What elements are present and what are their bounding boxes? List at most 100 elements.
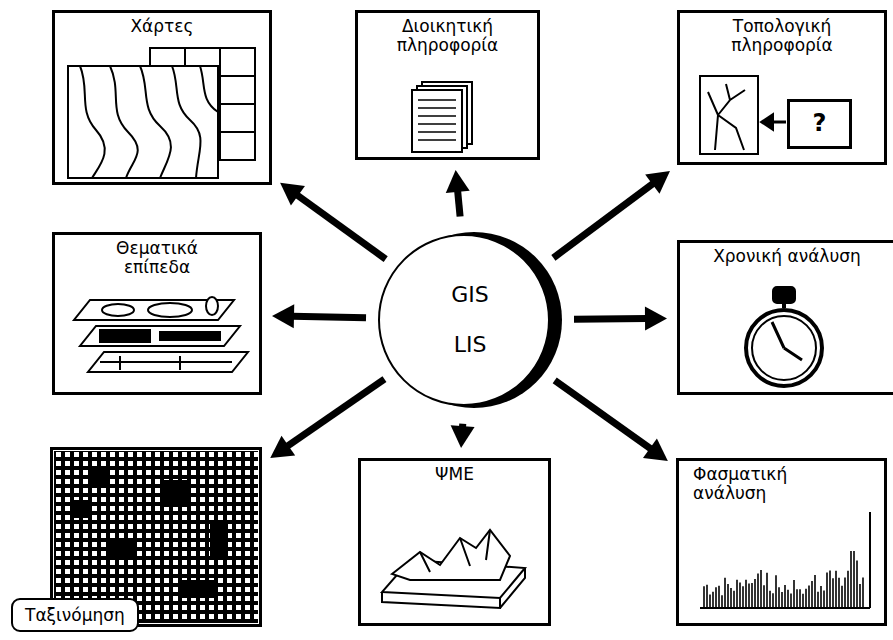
spectrum-bar [718, 586, 720, 607]
dem-box: ΨΜΕ [358, 458, 551, 626]
spectrum-bar [709, 594, 711, 607]
spectrum-bar [802, 594, 804, 607]
spectrum-bar [727, 584, 729, 607]
arrow-shaft [553, 183, 654, 258]
spectrum-bar [793, 580, 795, 607]
spectrum-bar [853, 551, 855, 607]
spectrum-bar [790, 594, 792, 607]
arrow-connector [280, 183, 386, 259]
stopwatch [746, 288, 822, 386]
arrow-connector [270, 379, 384, 458]
spectrum-bar [847, 571, 849, 607]
map-sheets [68, 48, 255, 178]
spectrum-bar [751, 583, 753, 607]
box-title: ΨΜΕ [361, 465, 548, 484]
arrow-connector [553, 171, 670, 258]
spectrum-bar [748, 583, 750, 607]
spectrum-bar [817, 592, 819, 607]
query-box: ? [787, 99, 852, 149]
spectrum-bar [745, 580, 747, 607]
map-box: Χάρτες [52, 10, 272, 185]
spectrum-bar [766, 573, 768, 607]
spectrum-bar [841, 586, 843, 607]
topology-box: Τοπολογική πληροφορία? [677, 10, 887, 165]
spectrum-bar [757, 573, 759, 607]
grid-box: Ταξινόμηση [50, 447, 262, 627]
spectrum-bar [850, 551, 852, 607]
spectrum-bar [805, 589, 807, 607]
box-title: Διοικητική πληροφορία [373, 17, 523, 54]
spectrum-bar [796, 589, 798, 607]
spectrum-bar [811, 581, 813, 607]
arrow-shaft [555, 380, 652, 449]
spectrum-bar [769, 591, 771, 607]
spectrum-bar [832, 578, 834, 607]
box-title: ? [790, 110, 849, 136]
circle-outline [378, 228, 562, 412]
spectrum-bar [781, 592, 783, 607]
spectrum-bar [754, 579, 756, 607]
spectrum-bar [724, 578, 726, 607]
box-title: Τοπολογική πληροφορία [707, 17, 857, 54]
spectrum-box: Φασματική ανάλυση [676, 458, 887, 626]
arrow-head [645, 171, 670, 194]
spectrum-bar [706, 585, 708, 607]
spectrum-bar [742, 586, 744, 607]
spectrum-bar [829, 571, 831, 607]
spectrum-bar [820, 586, 822, 607]
spectrum-bar [733, 591, 735, 607]
arrow-head [451, 425, 475, 448]
spectrum-bar [772, 593, 774, 607]
arrow-head [280, 183, 305, 206]
spectrum-bar [778, 587, 780, 607]
arrow-head [272, 304, 294, 328]
spectrum-bar [838, 578, 840, 607]
spectrum-bar [862, 577, 864, 607]
spectrum-bar [721, 595, 723, 607]
spectrum-bar [760, 570, 762, 607]
spectrum-bar [712, 592, 714, 607]
arrow-head [643, 438, 668, 461]
spectrum-bar [835, 571, 837, 607]
arrow-connector [446, 170, 470, 217]
arrow-shaft [458, 190, 461, 217]
spectrum-bar [823, 591, 825, 607]
spectrum-chart [700, 512, 870, 608]
spectrum-bar [784, 585, 786, 607]
info-box: Διοικητική πληροφορία [355, 10, 540, 160]
elevation-model [382, 530, 525, 608]
spectrum-bar [859, 584, 861, 607]
arrow-shaft [296, 195, 385, 260]
spectrum-bar [730, 588, 732, 607]
box-title: Χάρτες [55, 17, 269, 36]
time-box: Χρονική ανάλυση [677, 240, 893, 395]
arrow-connector [272, 304, 366, 328]
layers-box: Θεματικά επίπεδα [52, 232, 262, 395]
center-circle: GIS LIS [378, 228, 562, 412]
spectrum-bar [763, 585, 765, 607]
box-title: Χρονική ανάλυση [680, 247, 893, 266]
topology-tree [700, 76, 786, 154]
arrow-connector [574, 307, 667, 331]
spectrum-bar [856, 560, 858, 607]
spectrum-bar [736, 580, 738, 607]
spectrum-bar [814, 575, 816, 607]
arrow-head [270, 436, 295, 458]
spectrum-bar [739, 583, 741, 607]
thematic-layers [74, 297, 248, 372]
arrow-shaft [287, 379, 385, 447]
spectrum-bar [775, 575, 777, 607]
system-label: GIS [451, 283, 489, 307]
box-title: Θεματικά επίπεδα [92, 239, 222, 276]
system-label: LIS [454, 333, 487, 357]
arrow-shaft [574, 315, 647, 323]
spectrum-bar [826, 572, 828, 607]
spectrum-bar [844, 577, 846, 607]
spectrum-bar [715, 587, 717, 607]
spectrum-bar [808, 585, 810, 607]
arrow-shaft [292, 316, 366, 318]
arrow-head [645, 307, 667, 331]
box-title: Φασματική ανάλυση [693, 465, 813, 502]
class-label: Ταξινόμηση [11, 598, 139, 632]
